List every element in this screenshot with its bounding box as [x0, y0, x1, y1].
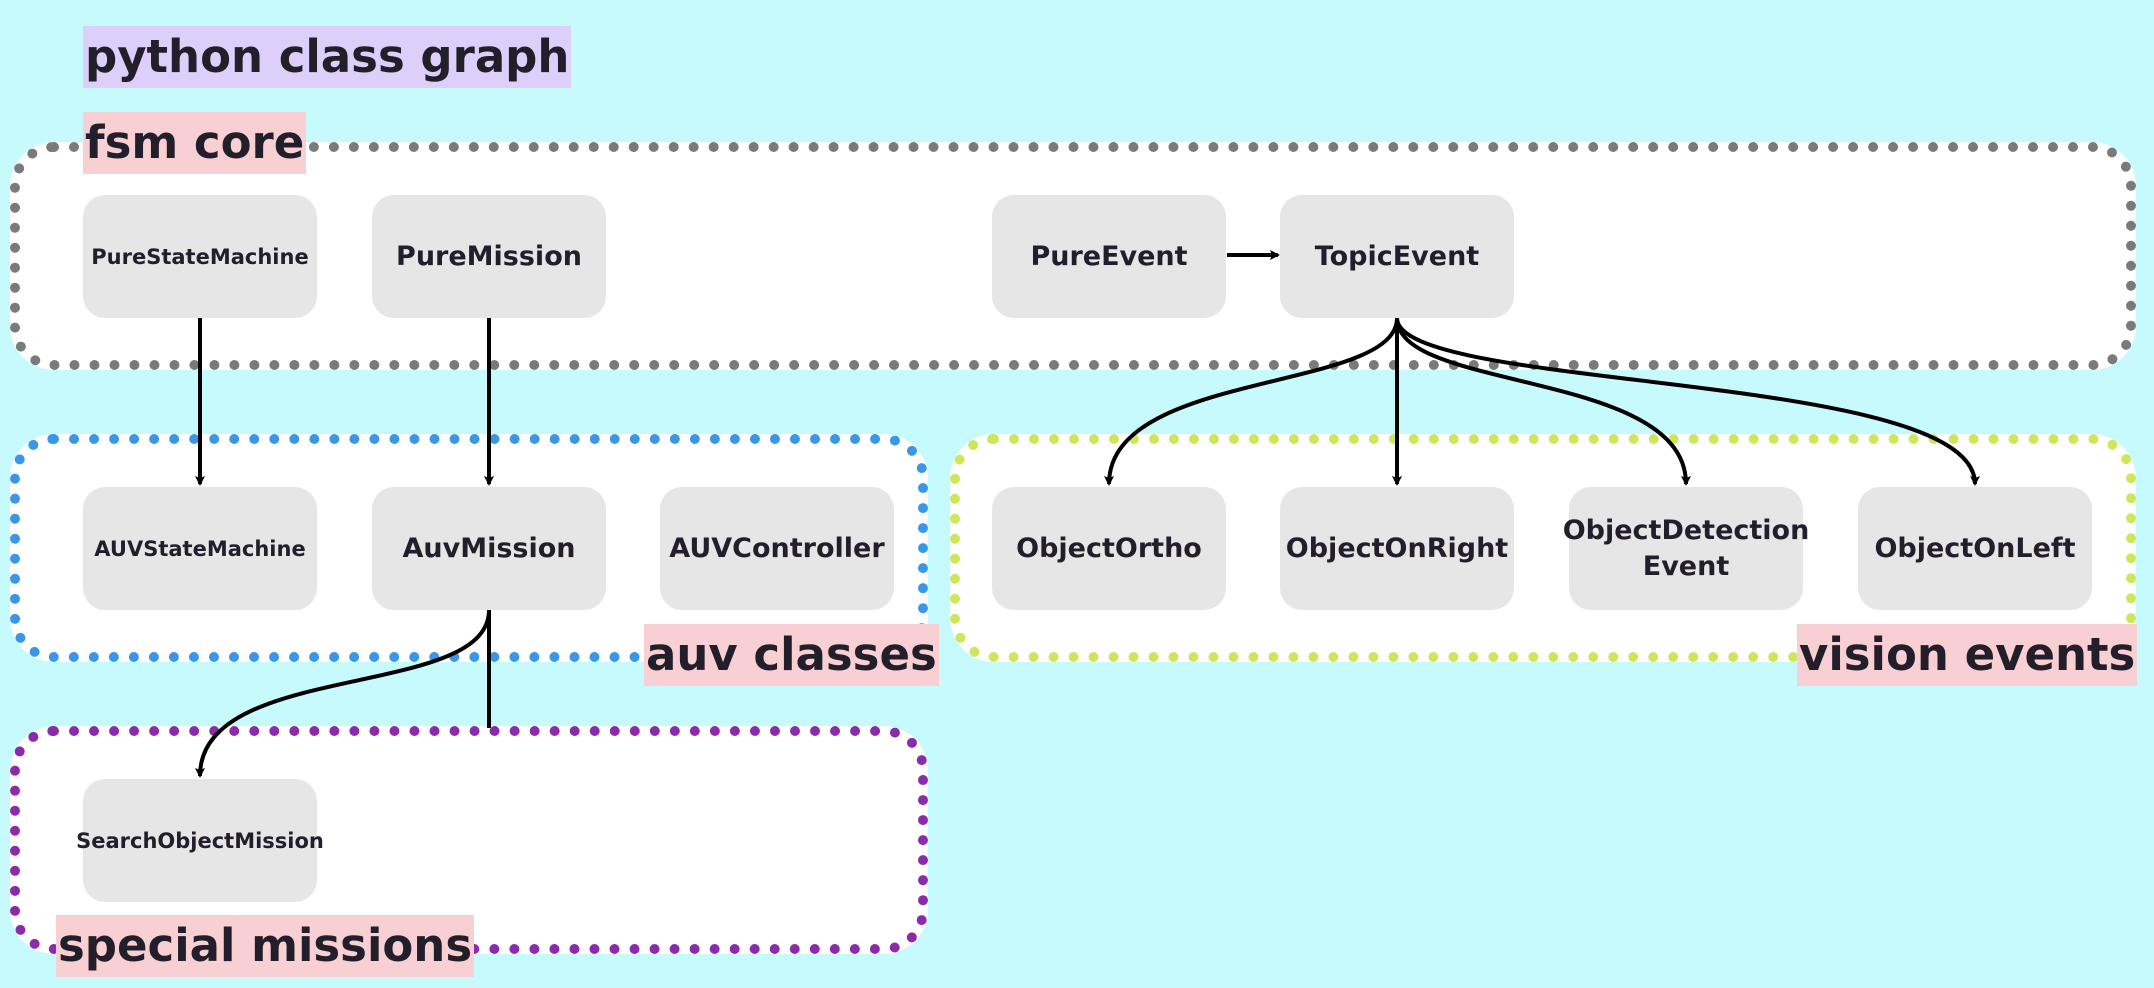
node-topic-event[interactable]: TopicEvent: [1280, 195, 1514, 318]
node-search-object-mission[interactable]: SearchObjectMission: [76, 779, 324, 902]
diagram-title: python class graph: [83, 26, 572, 88]
node-object-detection-event[interactable]: ObjectDetection Event: [1563, 487, 1809, 610]
node-pure-state-machine[interactable]: PureStateMachine: [83, 195, 317, 318]
node-object-on-left[interactable]: ObjectOnLeft: [1858, 487, 2092, 610]
node-pure-mission[interactable]: PureMission: [372, 195, 606, 318]
node-auv-mission[interactable]: AuvMission: [372, 487, 606, 610]
group-label-vision-events: vision events: [1797, 624, 2138, 686]
node-pure-event[interactable]: PureEvent: [992, 195, 1226, 318]
node-object-on-right[interactable]: ObjectOnRight: [1280, 487, 1514, 610]
group-label-fsm-core: fsm core: [83, 112, 307, 174]
group-fsm-core: [10, 142, 2136, 370]
node-auv-state-machine[interactable]: AUVStateMachine: [83, 487, 317, 610]
group-label-special-missions: special missions: [56, 915, 475, 977]
group-label-auv-classes: auv classes: [644, 624, 939, 686]
node-object-ortho[interactable]: ObjectOrtho: [992, 487, 1226, 610]
node-auv-controller[interactable]: AUVController: [660, 487, 894, 610]
